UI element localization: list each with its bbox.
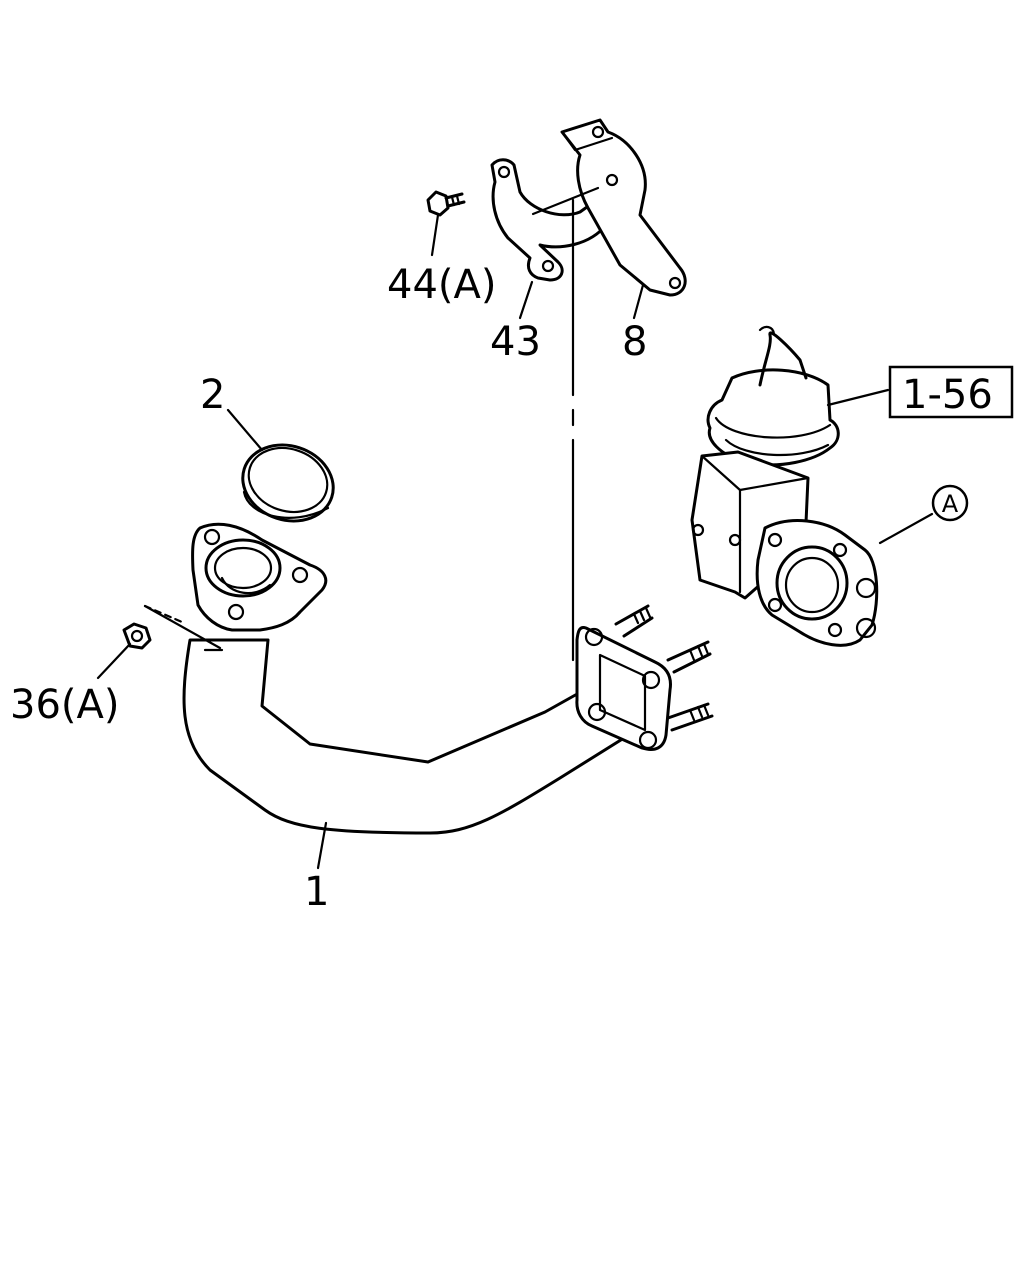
label-part-2: 2 (200, 372, 225, 418)
view-marker-circle (931, 484, 969, 522)
label-reference-1-56: 1-56 (902, 372, 993, 418)
egr-valve-assembly (690, 325, 879, 647)
clamp-bracket (490, 158, 610, 282)
label-part-8: 8 (622, 319, 647, 365)
bolt (426, 190, 466, 217)
label-part-1: 1 (304, 869, 329, 915)
gasket-ring (241, 443, 335, 523)
label-part-36: 36(A) (10, 682, 119, 728)
leader-lines (96, 186, 934, 870)
flange-nut (122, 622, 152, 650)
label-view-marker-a: A (942, 490, 959, 518)
reference-box (888, 365, 1014, 419)
support-bracket (560, 118, 687, 297)
label-part-43: 43 (490, 319, 541, 365)
label-part-44: 44(A) (387, 262, 496, 308)
exhaust-front-pipe (182, 522, 714, 835)
